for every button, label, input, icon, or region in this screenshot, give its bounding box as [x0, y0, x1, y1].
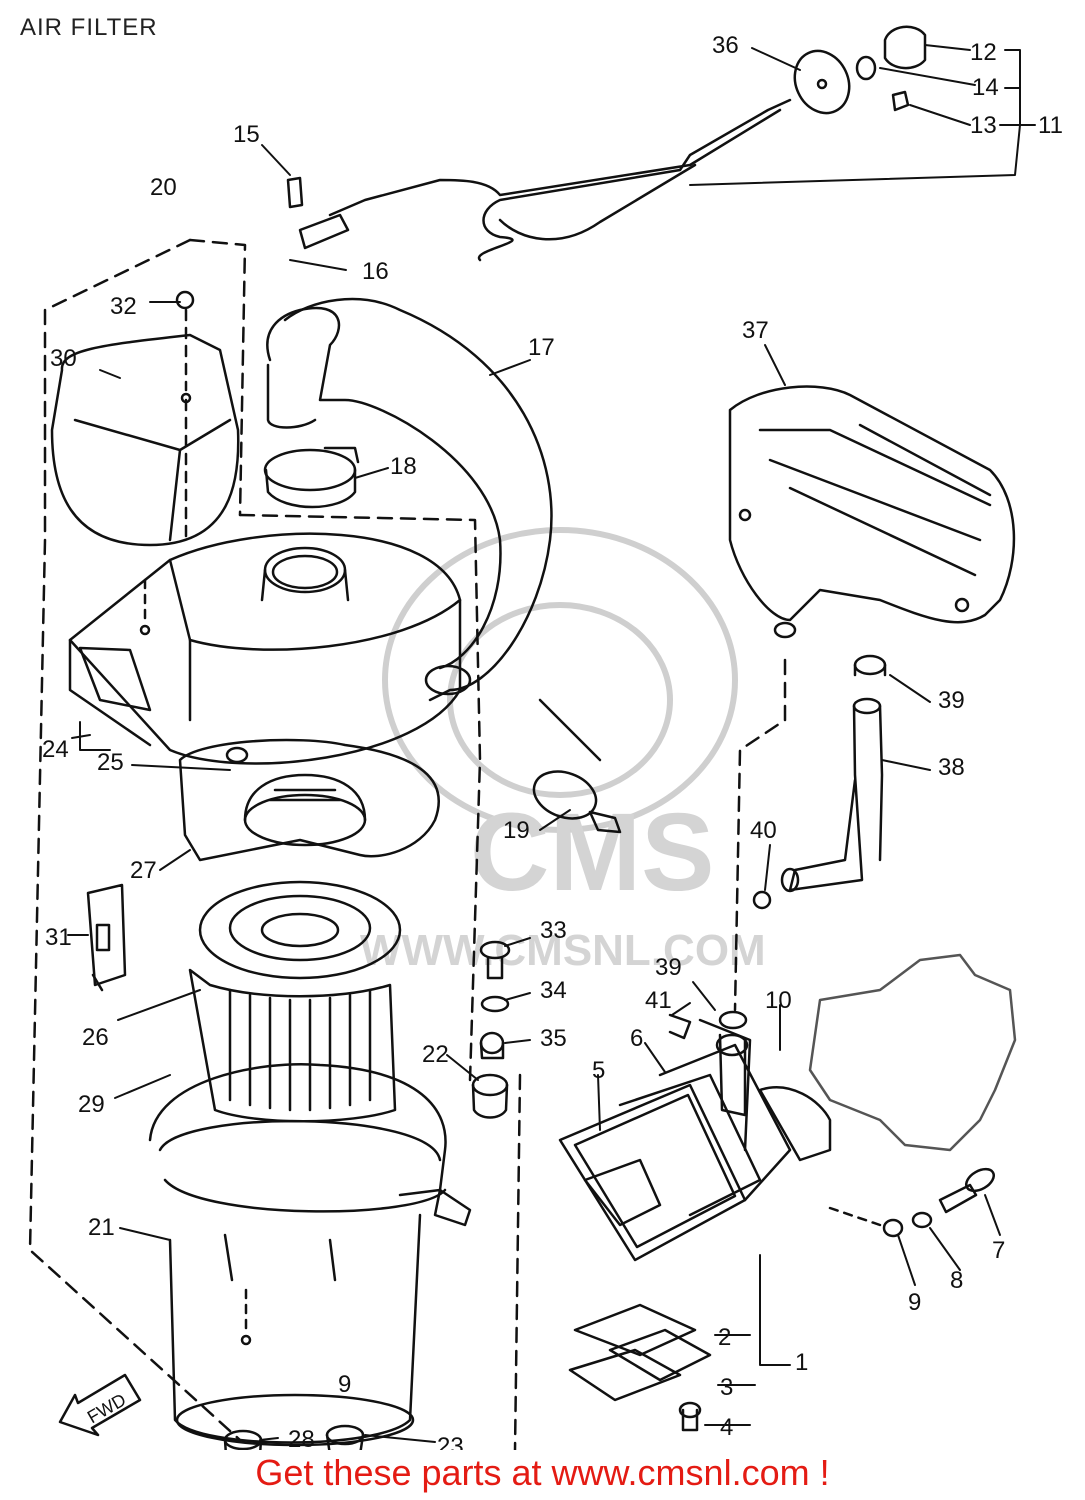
callout-26: 26 [82, 1024, 109, 1051]
callout-19: 19 [503, 817, 530, 844]
callout-16: 16 [362, 258, 389, 285]
base-plate-27 [178, 738, 440, 862]
callout-29: 29 [78, 1091, 105, 1118]
callout-34: 34 [540, 977, 567, 1004]
callout-12: 12 [970, 39, 997, 66]
filter-element [188, 880, 402, 1123]
callout-15: 15 [233, 121, 260, 148]
exploded-parts-diagram: CMS WWW.CMSNL.COM [28, 25, 1063, 1450]
callout-41: 41 [645, 987, 672, 1014]
airbox-case [68, 532, 462, 765]
group-dashed-bottom [513, 1073, 522, 1450]
callout-40: 40 [750, 817, 777, 844]
callout-5: 5 [592, 1057, 605, 1084]
carburetor-outline [758, 953, 1017, 1162]
callout-8: 8 [950, 1267, 963, 1294]
callout-11: 11 [1038, 112, 1063, 139]
callout-labels: 1 2 3 4 5 6 7 8 9 10 11 12 13 14 15 16 1… [42, 32, 1063, 1450]
callout-30: 30 [50, 345, 77, 372]
callout-36: 36 [712, 32, 739, 59]
reed-valve-block [558, 1010, 792, 1262]
callout-17: 17 [528, 334, 555, 361]
callout-21: 21 [88, 1214, 115, 1241]
callout-10: 10 [765, 987, 792, 1014]
intake-silencer [728, 385, 1016, 639]
callout-9: 9 [908, 1289, 921, 1316]
callout-31: 31 [45, 924, 72, 951]
callout-6: 6 [630, 1025, 643, 1052]
callout-13: 13 [970, 112, 997, 139]
callout-39-bottom: 39 [655, 954, 682, 981]
callout-1: 1 [795, 1349, 808, 1376]
group-20-right [188, 238, 247, 517]
callout-24: 24 [42, 736, 69, 763]
breather-pipe [733, 654, 887, 1012]
group-dashed-center [238, 513, 482, 1082]
bolt-33-34-35 [479, 940, 511, 1060]
callout-23: 23 [437, 1433, 464, 1450]
callout-3: 3 [720, 1374, 733, 1401]
intake-duct [266, 297, 553, 702]
bolts-7-8-9 [828, 1167, 995, 1238]
footer-link[interactable]: Get these parts at www.cmsnl.com ! [255, 1452, 830, 1493]
reed-petals [568, 1303, 712, 1432]
leader-lines [67, 44, 1036, 1443]
hose-clamp-19 [532, 698, 622, 834]
callout-37: 37 [742, 317, 769, 344]
group-20-bracket [28, 238, 242, 1442]
callout-18: 18 [390, 453, 417, 480]
callout-32: 32 [110, 293, 137, 320]
callout-27: 27 [130, 857, 157, 884]
callout-20: 20 [150, 174, 177, 201]
callout-14: 14 [972, 74, 999, 101]
callout-2: 2 [718, 1324, 731, 1351]
watermark-url: WWW.CMSNL.COM [360, 926, 766, 975]
choke-cable [286, 98, 792, 262]
callout-39-top: 39 [938, 687, 965, 714]
callout-7: 7 [992, 1237, 1005, 1264]
callout-35: 35 [540, 1025, 567, 1052]
damper-22 [471, 1073, 509, 1119]
callout-38: 38 [938, 754, 965, 781]
filter-label-tag [86, 883, 127, 992]
callout-25: 25 [97, 749, 124, 776]
page-title: AIR FILTER [20, 14, 158, 41]
callout-33: 33 [540, 917, 567, 944]
hose-clamp-18 [263, 446, 360, 509]
filter-cover [50, 290, 240, 547]
svg-text:9: 9 [338, 1371, 351, 1398]
watermark-logo: CMS WWW.CMSNL.COM [360, 527, 766, 975]
callout-4: 4 [720, 1414, 733, 1441]
callout-22: 22 [422, 1041, 449, 1068]
clip-41 [668, 1013, 692, 1040]
fwd-arrow-icon [58, 1373, 142, 1437]
filter-bowl: 9 [148, 1063, 472, 1447]
callout-28: 28 [288, 1426, 315, 1450]
choke-knob [793, 25, 927, 115]
